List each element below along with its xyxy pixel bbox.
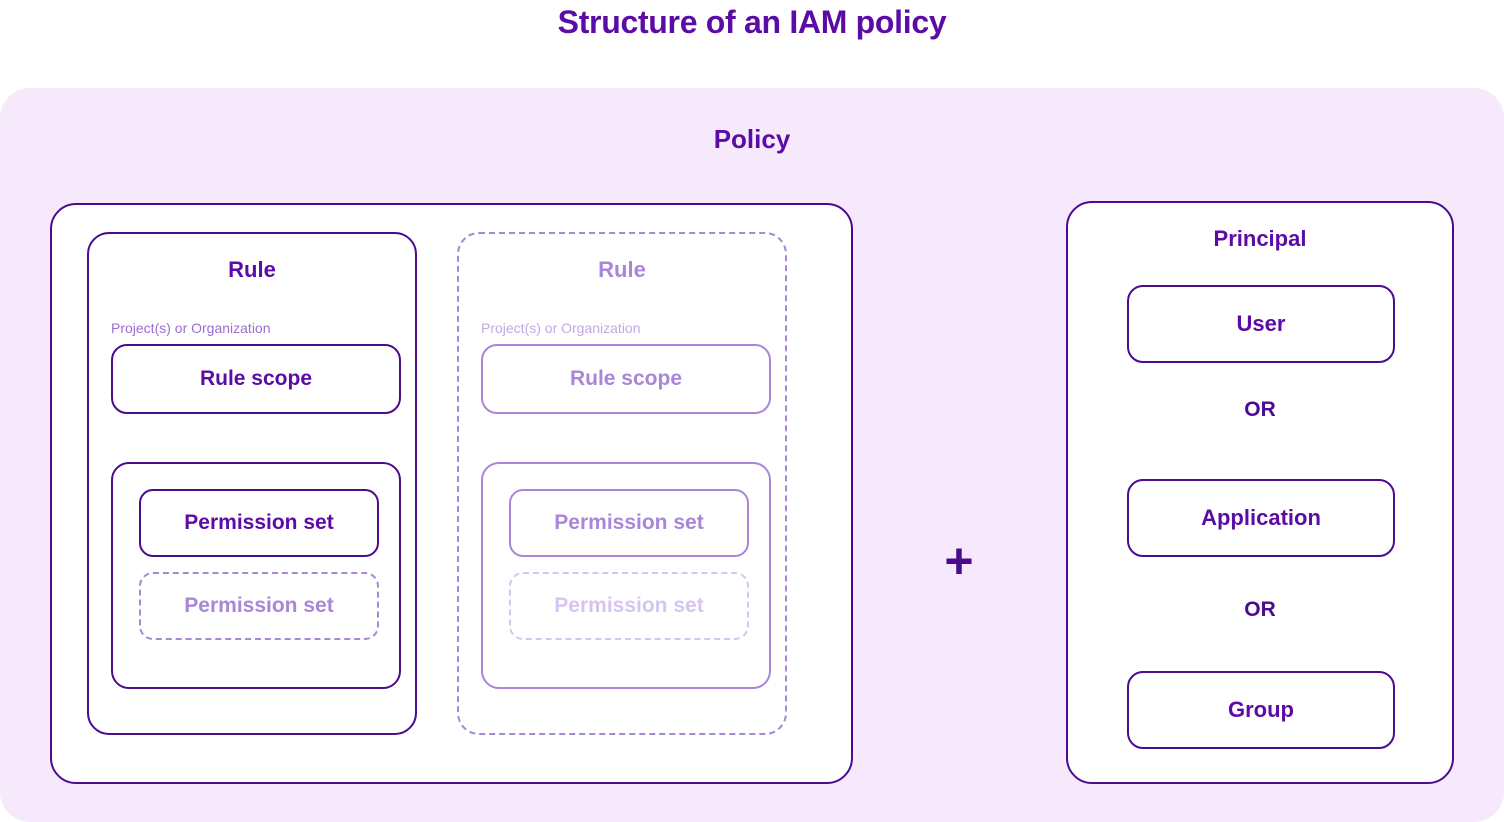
rule-title: Rule <box>228 257 276 282</box>
plus-icon: + <box>944 533 974 589</box>
principal-title: Principal <box>1213 226 1307 251</box>
rule-scope-box[interactable]: Rule scope <box>111 344 401 414</box>
permission-set-item[interactable]: Permission set <box>509 489 749 557</box>
policy-band: Policy Rule Project(s) or Organization R… <box>0 88 1504 822</box>
principal-container: Principal User OR Application OR Group <box>1066 201 1454 784</box>
principal-item-application[interactable]: Application <box>1127 479 1395 557</box>
or-separator: OR <box>1244 598 1276 621</box>
permission-sets-container: Permission set Permission set <box>111 462 401 689</box>
rule-card-2[interactable]: Rule Project(s) or Organization Rule sco… <box>457 232 787 735</box>
permission-set-item-placeholder[interactable]: Permission set <box>509 572 749 640</box>
rule-scope-box[interactable]: Rule scope <box>481 344 771 414</box>
or-separator: OR <box>1244 398 1276 421</box>
principal-item-group[interactable]: Group <box>1127 671 1395 749</box>
rules-container: Rule Project(s) or Organization Rule sco… <box>50 203 853 784</box>
page-title: Structure of an IAM policy <box>557 4 947 40</box>
rule-card-1[interactable]: Rule Project(s) or Organization Rule sco… <box>87 232 417 735</box>
permission-set-item-placeholder[interactable]: Permission set <box>139 572 379 640</box>
rule-scope-label: Project(s) or Organization <box>111 320 271 336</box>
rule-scope-label: Project(s) or Organization <box>481 320 641 336</box>
principal-item-user[interactable]: User <box>1127 285 1395 363</box>
policy-heading: Policy <box>713 124 791 154</box>
permission-sets-container: Permission set Permission set <box>481 462 771 689</box>
permission-set-item[interactable]: Permission set <box>139 489 379 557</box>
rule-title: Rule <box>598 257 646 282</box>
